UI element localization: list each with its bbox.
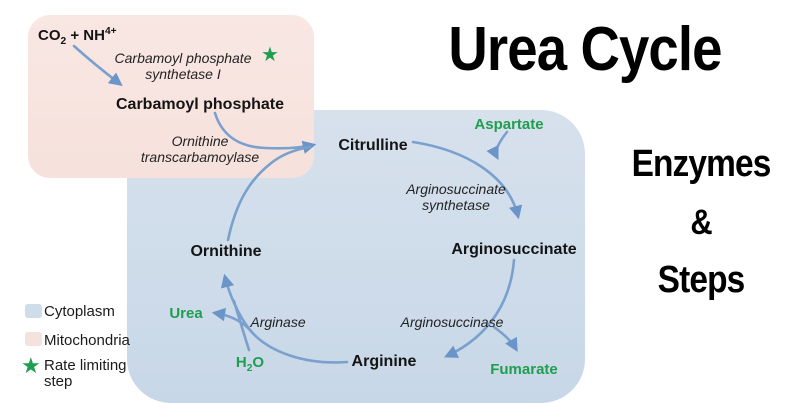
rate-limiting-star-legend-icon: ★ <box>21 353 41 378</box>
node-citrulline: Citrulline <box>338 137 408 154</box>
enzyme-arginase: Arginase <box>250 314 306 330</box>
legend-label-rate-limiting-step: Rate limiting step <box>44 357 127 390</box>
enzyme-arginosuccinase: Arginosuccinase <box>400 314 504 330</box>
enzyme-carbamoyl-phosphate-synthetase-1: Carbamoyl phosphate synthetase I <box>114 50 252 82</box>
subtitle-enzymes: Enzymes <box>631 143 772 185</box>
node-fumarate: Fumarate <box>490 361 558 378</box>
legend-label-cytoplasm: Cytoplasm <box>44 303 115 320</box>
enzyme-arginosuccinate-synthetase: Arginosuccinate synthetase <box>406 181 506 213</box>
node-co2-nh4: CO2 + NH4+ <box>38 26 117 47</box>
node-arginine: Arginine <box>351 353 417 370</box>
enzyme-otc-line1: Ornithine <box>171 133 229 149</box>
node-aspartate: Aspartate <box>474 116 544 133</box>
enzyme-ornithine-transcarbamoylase: Ornithine transcarbamoylase <box>140 133 260 165</box>
enzyme-ass-line2: synthetase <box>422 196 490 213</box>
enzyme-cps1-line1: Carbamoyl phosphate <box>114 50 252 66</box>
node-ornithine: Ornithine <box>190 243 262 260</box>
enzyme-cps1-line2: synthetase I <box>145 65 221 82</box>
subtitle-ampersand: & <box>690 203 712 242</box>
enzyme-ass-line1: Arginosuccinate <box>406 181 506 197</box>
cytoplasm-swatch-icon <box>25 304 42 318</box>
node-urea: Urea <box>169 305 203 322</box>
legend-label-mitochondria: Mitochondria <box>44 332 130 349</box>
node-arginosuccinate: Arginosuccinate <box>451 241 577 258</box>
subtitle-steps: Steps <box>657 259 746 301</box>
rate-limiting-star-icon: ★ <box>261 44 279 66</box>
node-carbamoyl-phosphate: Carbamoyl phosphate <box>115 96 285 113</box>
page-title: Urea Cycle <box>448 15 722 84</box>
mitochondria-swatch-icon <box>25 332 42 346</box>
enzyme-otc-line2: transcarbamoylase <box>140 148 260 165</box>
node-h2o: H2O <box>235 354 265 374</box>
